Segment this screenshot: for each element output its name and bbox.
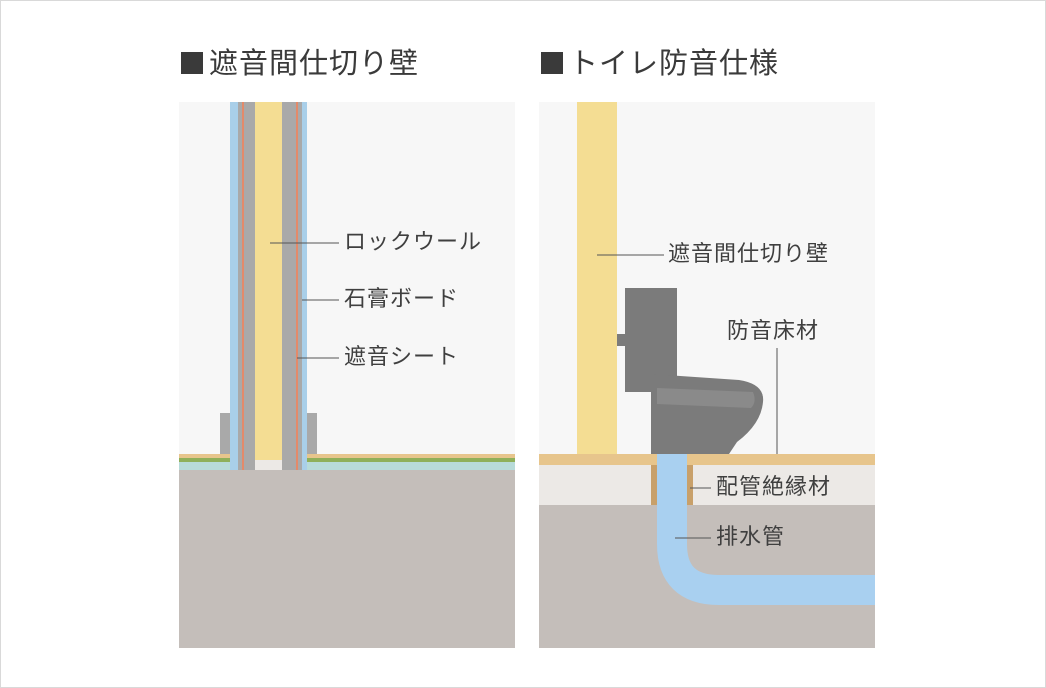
- floor-underlay-layer: [179, 458, 515, 462]
- toilet-soundproofing-diagram: 遮音間仕切り壁 防音床材 配管絶縁材 排水管: [539, 102, 875, 648]
- baseboard-left: [220, 413, 230, 454]
- gypsum-board-left: [244, 102, 255, 470]
- concrete-slab: [179, 470, 515, 648]
- floor-runner: [255, 460, 282, 470]
- gypsum-board-left-outer: [238, 102, 242, 470]
- soundproof-sheet-right: [296, 102, 298, 470]
- gypsum-board-right-outer: [298, 102, 302, 470]
- baseboard-right: [307, 413, 317, 454]
- label-drain-pipe: 排水管: [716, 525, 786, 550]
- label-pipe-insulation: 配管絶縁材: [716, 475, 832, 500]
- pipe-insulation-left: [651, 465, 657, 505]
- left-panel-title-text: 遮音間仕切り壁: [209, 46, 420, 80]
- floor-finish-layer: [179, 454, 515, 458]
- square-bullet-icon: [541, 52, 563, 74]
- label-floor-material: 防音床材: [727, 319, 820, 344]
- pipe-insulation-right: [687, 465, 693, 505]
- soundproof-floor-layer: [539, 454, 875, 465]
- square-bullet-icon: [181, 52, 203, 74]
- partition-wall-diagram: ロックウール 石膏ボード 遮音シート: [179, 102, 515, 648]
- soundproof-sheet-left: [242, 102, 244, 470]
- label-rockwool: ロックウール: [344, 230, 483, 255]
- right-panel-title: トイレ防音仕様: [541, 41, 779, 85]
- toilet-icon: [617, 288, 764, 454]
- partition-wall: [577, 102, 617, 454]
- drain-pipe: [657, 454, 875, 605]
- left-panel-title: 遮音間仕切り壁: [181, 41, 419, 85]
- wall-surface-right: [302, 102, 307, 470]
- right-panel-title-text: トイレ防音仕様: [569, 46, 780, 80]
- wall-surface-left: [230, 102, 238, 470]
- label-gypsum-board: 石膏ボード: [344, 287, 460, 312]
- gypsum-board-right: [282, 102, 296, 470]
- label-soundproof-sheet: 遮音シート: [344, 345, 460, 370]
- floor-base-layer: [179, 462, 515, 470]
- label-partition-wall: 遮音間仕切り壁: [668, 242, 830, 267]
- rockwool-core: [255, 102, 282, 460]
- floor-space-layer: [539, 465, 875, 505]
